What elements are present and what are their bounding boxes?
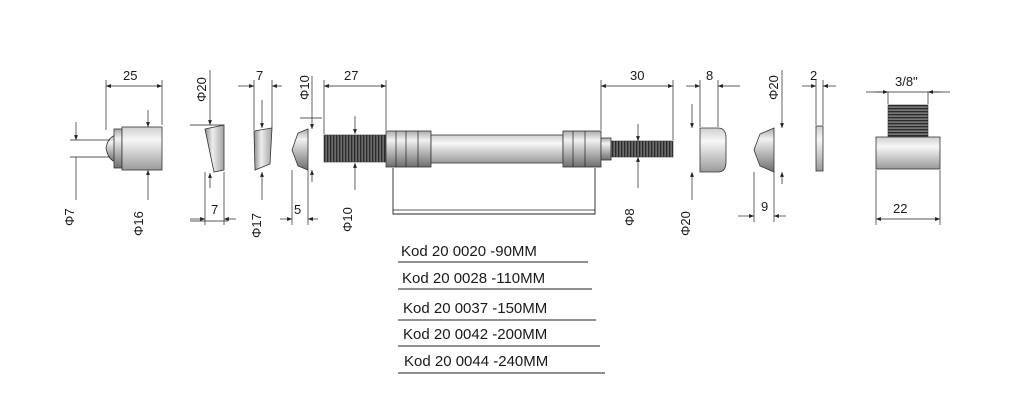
fitting-part: 3/8" 22 <box>866 74 950 225</box>
main-bolt-part: 27 Φ10 30 Φ8 <box>323 68 674 232</box>
dim-cone-top-dia: Φ20 <box>194 77 209 102</box>
code-1: Kod 20 0020 -90MM <box>401 243 537 260</box>
dim-cap-width: 25 <box>123 68 137 83</box>
dim-nut-width: 8 <box>706 68 713 83</box>
dim-ring-bottom-dia: Φ17 <box>249 213 264 238</box>
washer-part: 2 <box>802 68 836 172</box>
dim-sleeve-top-dia: Φ10 <box>297 75 312 100</box>
dim-washer-width: 2 <box>810 68 817 83</box>
dim-end-width: 30 <box>630 68 644 83</box>
dim-cone-width: 7 <box>211 202 218 217</box>
cap-part: 25 Φ7 Φ16 <box>62 68 163 236</box>
dim-pin-dia: Φ8 <box>622 208 637 226</box>
dim-bolt-dia: Φ10 <box>340 207 355 232</box>
dim-cap-dia: Φ16 <box>131 211 146 236</box>
dim-cap-small-dia: Φ7 <box>62 208 77 226</box>
dim-thread-length: 27 <box>344 68 358 83</box>
product-code-list: Kod 20 0020 -90MM Kod 20 0028 -110MM Kod… <box>398 243 605 374</box>
cone2-part: 9 Φ20 <box>738 70 786 222</box>
code-4: Kod 20 0042 -200MM <box>403 326 547 343</box>
code-2: Kod 20 0028 -110MM <box>402 270 545 287</box>
sleeve-part: Φ10 5 <box>280 75 322 225</box>
dim-cone2-width: 9 <box>761 199 768 214</box>
dim-ring-top: 7 <box>256 68 263 83</box>
code-5: Kod 20 0044 -240MM <box>404 353 548 370</box>
split-ring-part: 7 Φ17 <box>238 68 282 238</box>
dim-cone2-dia: Φ20 <box>766 75 781 100</box>
dim-nut-dia: Φ20 <box>678 211 693 236</box>
nut-part: 8 Φ20 <box>678 68 740 236</box>
code-3: Kod 20 0037 -150MM <box>403 300 547 317</box>
cone-ring-part: Φ20 7 <box>190 70 236 225</box>
dim-sleeve-width: 5 <box>294 202 301 217</box>
dim-fitting-width: 22 <box>893 201 907 216</box>
dim-fitting-thread: 3/8" <box>895 74 918 89</box>
